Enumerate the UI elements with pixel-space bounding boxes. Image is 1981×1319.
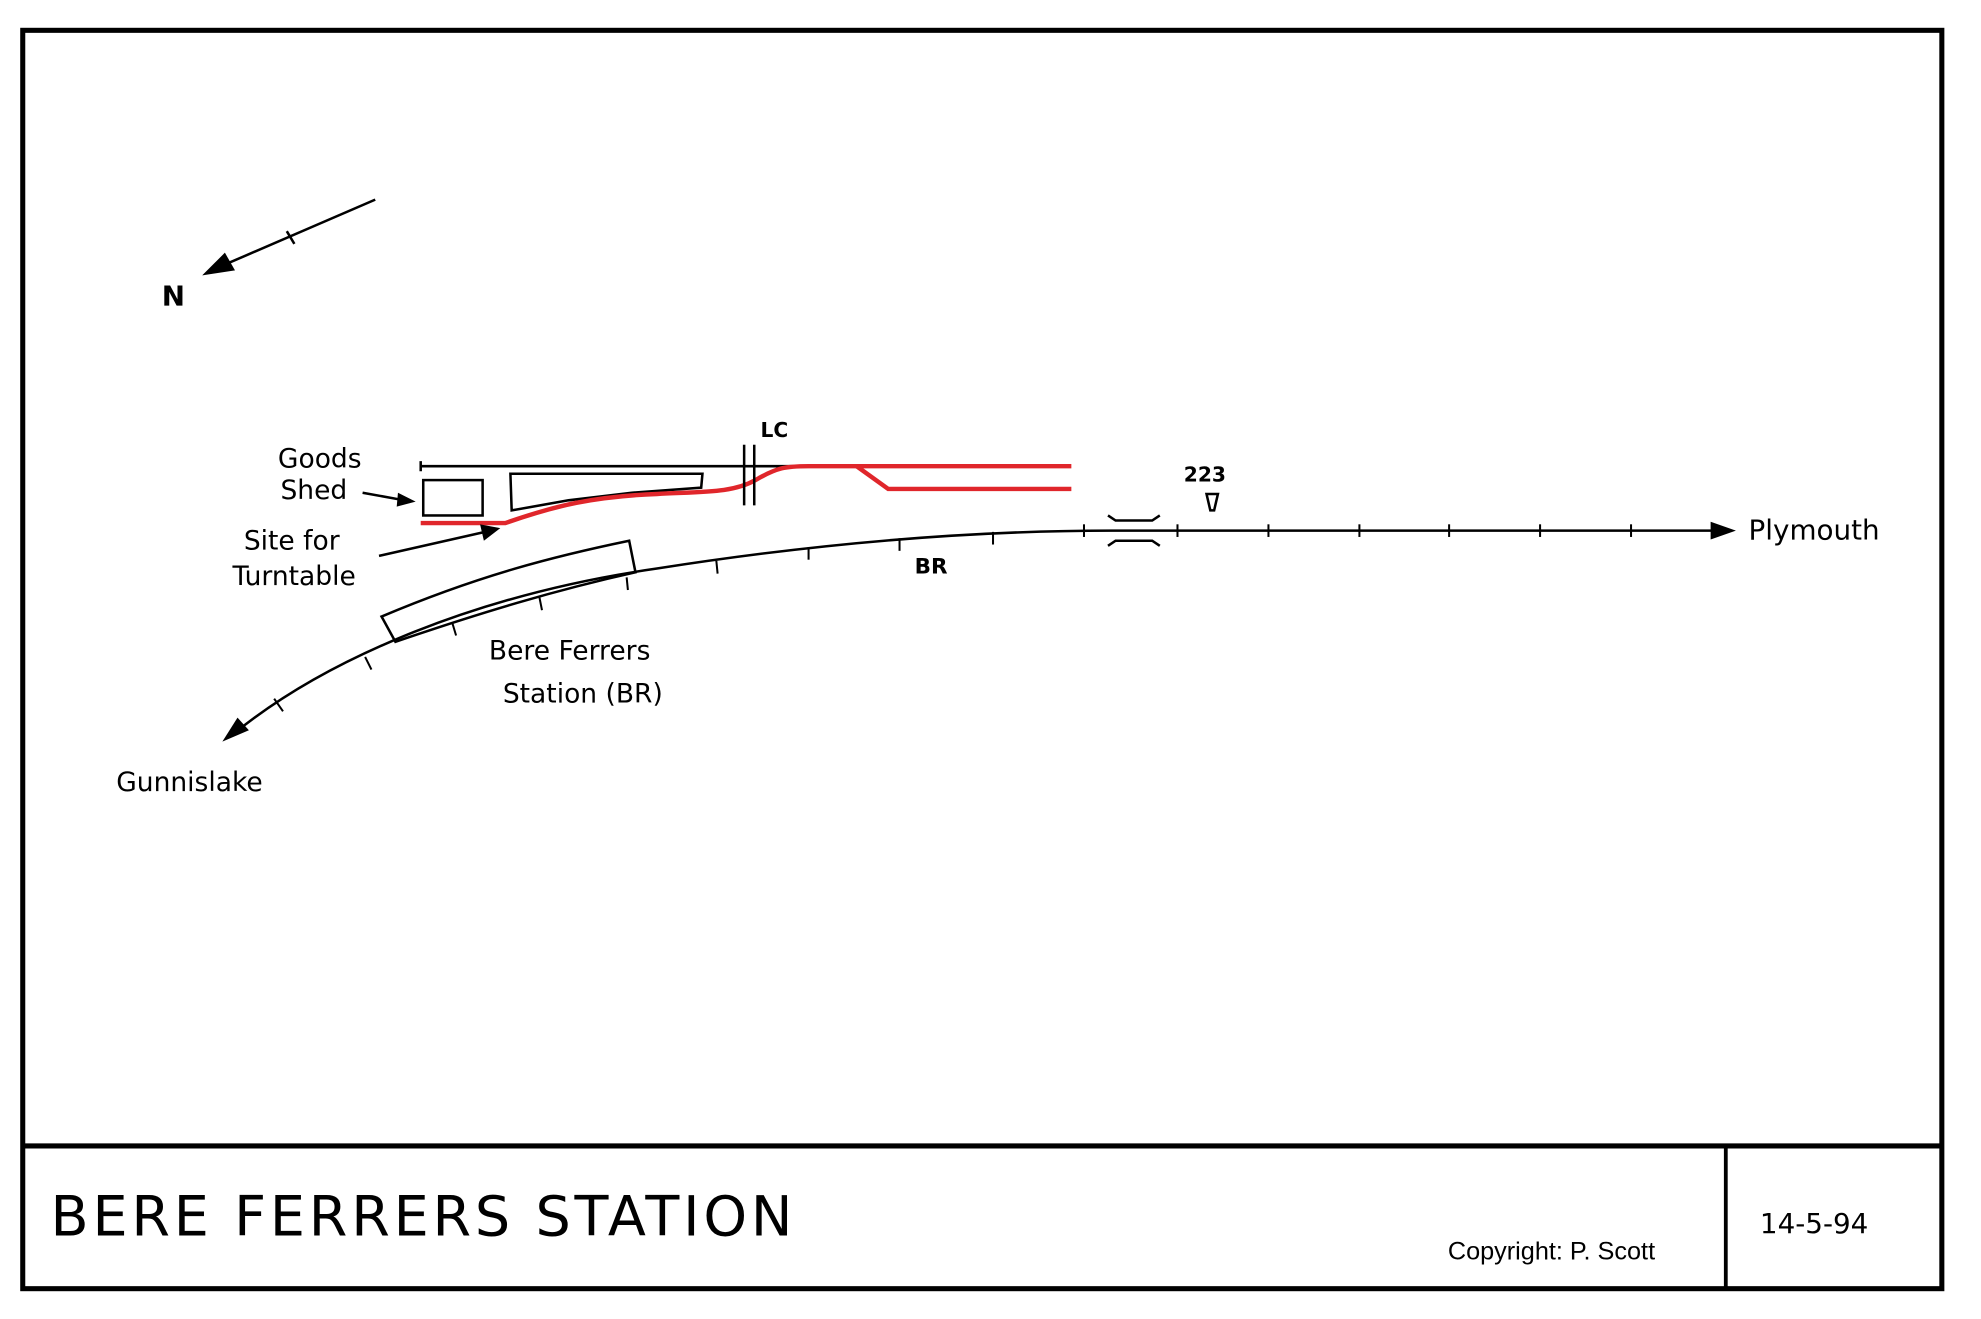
br-station-platform [379, 539, 637, 644]
turntable-label-line1: Site for [244, 526, 340, 557]
br-label: BR [915, 555, 948, 580]
north-label: N [162, 280, 185, 313]
drawing-title: BERE FERRERS STATION [51, 1185, 797, 1250]
gunnislake-arrow-icon [222, 717, 249, 742]
turntable-label-line2: Turntable [231, 561, 355, 592]
drawing-border [20, 27, 1945, 1292]
br-main-line [234, 529, 1721, 734]
station-label-line1: Bere Ferrers [489, 635, 650, 666]
lc-label: LC [761, 418, 789, 442]
goods-shed-label-line1: Goods [278, 443, 362, 474]
goods-shed-label-line2: Shed [280, 475, 347, 506]
goods-shed-arrow-icon [362, 491, 416, 507]
milepost-icon [1204, 492, 1220, 512]
level-crossing-icon [742, 444, 756, 506]
north-arrow-icon [202, 198, 376, 276]
plymouth-arrow-icon [1710, 521, 1736, 540]
bridge-icon [1107, 514, 1161, 547]
sleeper-ticks [273, 524, 1633, 712]
gunnislake-label: Gunnislake [116, 767, 262, 798]
plymouth-label: Plymouth [1749, 513, 1880, 546]
former-siding-line [419, 461, 804, 472]
goods-shed [421, 478, 484, 517]
preserved-track-loop [855, 464, 1072, 492]
turntable-arrow-icon [378, 524, 501, 558]
milepost-label: 223 [1184, 462, 1226, 486]
preserved-track-main [420, 463, 1072, 526]
goods-platform [509, 472, 704, 512]
copyright-text: Copyright: P. Scott [1448, 1238, 1655, 1266]
station-label-line2: Station (BR) [503, 678, 663, 709]
drawing-date: 14-5-94 [1760, 1207, 1868, 1240]
